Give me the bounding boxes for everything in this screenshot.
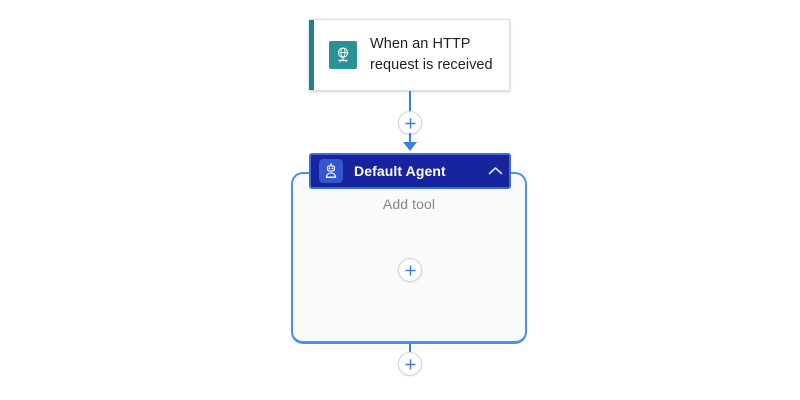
chevron-up-icon — [488, 167, 502, 175]
agent-body: Add tool — [293, 196, 525, 212]
trigger-accent-bar — [309, 20, 314, 90]
http-request-globe-icon — [329, 41, 357, 69]
plus-icon — [404, 264, 416, 276]
connector-line-top-lower — [409, 133, 411, 146]
connector-arrowhead-icon — [403, 142, 417, 151]
add-tool-label: Add tool — [382, 196, 436, 212]
agent-header-default-agent[interactable]: Default Agent — [309, 153, 511, 189]
connector-line-bottom — [409, 344, 411, 352]
plus-icon — [404, 358, 416, 370]
add-tool-button[interactable] — [398, 258, 422, 282]
trigger-card-http-request[interactable]: When an HTTP request is received — [309, 19, 510, 91]
agent-title: Default Agent — [354, 163, 446, 179]
trigger-title: When an HTTP request is received — [370, 36, 493, 73]
add-action-button-bottom[interactable] — [398, 352, 422, 376]
connector-line-top-upper — [409, 91, 411, 113]
add-action-button-top[interactable] — [398, 111, 422, 135]
plus-icon — [404, 117, 416, 129]
agent-robot-icon — [319, 159, 343, 183]
agent-collapse-toggle[interactable] — [481, 155, 509, 187]
